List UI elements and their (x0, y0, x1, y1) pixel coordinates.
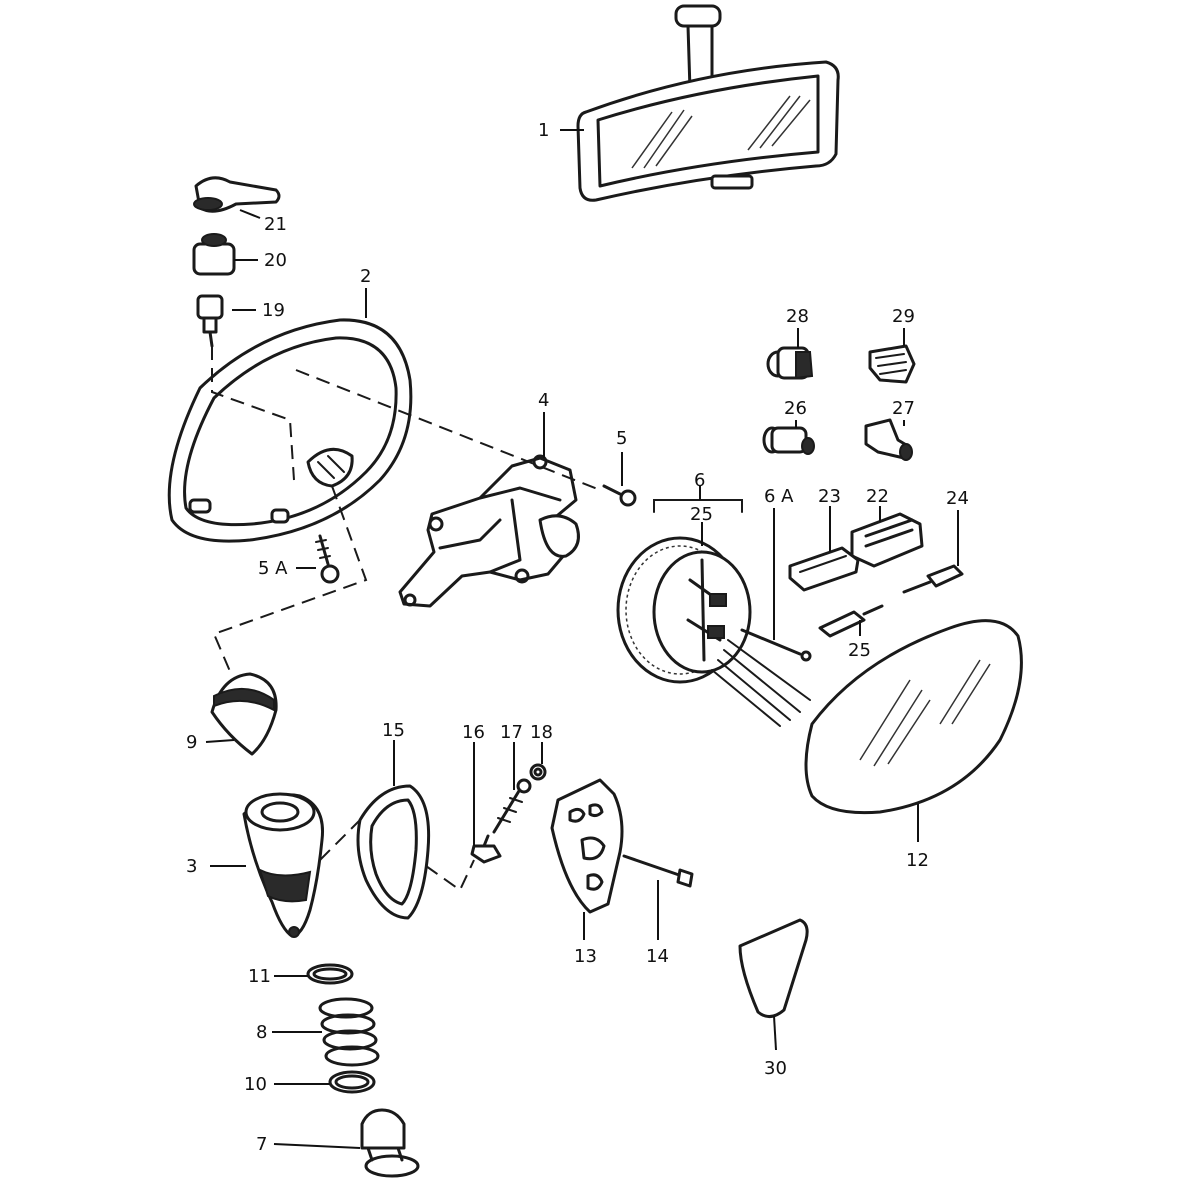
part-19-switch (196, 294, 224, 348)
label-22: 22 (866, 486, 889, 507)
part-3-mirror-foot (242, 792, 325, 938)
label-7: 7 (256, 1134, 267, 1155)
label-11: 11 (248, 966, 271, 987)
label-5a: 5 A (258, 558, 288, 579)
part-24-terminal (902, 564, 964, 594)
part-12-mirror-glass (804, 619, 1023, 815)
part-18-nut (529, 763, 547, 781)
label-6a: 6 A (764, 486, 794, 507)
leader-lines (205, 129, 959, 1149)
assembly-lines (211, 346, 743, 892)
label-5: 5 (616, 428, 627, 449)
part-8-spring (318, 997, 380, 1067)
part-5a-screw (315, 534, 340, 584)
part-1-rearview-mirror (576, 4, 840, 202)
part-5-screw (602, 484, 637, 507)
label-13: 13 (574, 946, 597, 967)
label-15: 15 (382, 720, 405, 741)
label-26: 26 (784, 398, 807, 419)
label-19: 19 (262, 300, 285, 321)
label-29: 29 (892, 306, 915, 327)
part-29-bulb-socket (868, 344, 916, 384)
part-22-connector (850, 512, 924, 568)
part-26-socket (762, 426, 815, 455)
part-17-screw (492, 778, 532, 834)
label-25-top: 25 (690, 504, 713, 525)
part-9-dome-cap (210, 672, 278, 756)
part-21-lever (193, 176, 281, 213)
part-27-elbow (864, 418, 913, 461)
part-16-clip (470, 834, 502, 864)
part-4-adjust-mechanism (398, 454, 580, 608)
label-3: 3 (186, 856, 197, 877)
part-23-connector-block (788, 546, 860, 592)
part-10-ring (328, 1070, 376, 1094)
part-6-mirror-motor (616, 536, 811, 727)
part-28-bulb-holder (766, 346, 814, 380)
part-labels: 1 2 3 4 5 5 A 6 6 A 7 8 9 10 11 12 13 14… (186, 120, 969, 1155)
label-30: 30 (764, 1058, 787, 1079)
part-15-seal (356, 784, 431, 920)
label-27: 27 (892, 398, 915, 419)
label-1: 1 (538, 120, 549, 141)
label-21: 21 (264, 214, 287, 235)
label-8: 8 (256, 1022, 267, 1043)
label-17: 17 (500, 722, 523, 743)
part-30-triangle-cover (738, 918, 809, 1018)
label-28: 28 (786, 306, 809, 327)
part-25-terminal (818, 604, 884, 638)
label-4: 4 (538, 390, 549, 411)
label-9: 9 (186, 732, 197, 753)
part-13-gasket (550, 778, 624, 914)
label-23: 23 (818, 486, 841, 507)
label-16: 16 (462, 722, 485, 743)
label-25-right: 25 (848, 640, 871, 661)
part-7-plug (360, 1108, 420, 1178)
part-11-ring (306, 963, 354, 985)
label-2: 2 (360, 266, 371, 287)
label-18: 18 (530, 722, 553, 743)
label-14: 14 (646, 946, 669, 967)
label-10: 10 (244, 1074, 267, 1095)
label-6: 6 (694, 470, 705, 491)
part-20-knob (192, 233, 236, 276)
label-24: 24 (946, 488, 969, 509)
label-20: 20 (264, 250, 287, 271)
part-6a-pin (740, 628, 812, 662)
part-14-bolt (622, 854, 694, 888)
label-12: 12 (906, 850, 929, 871)
